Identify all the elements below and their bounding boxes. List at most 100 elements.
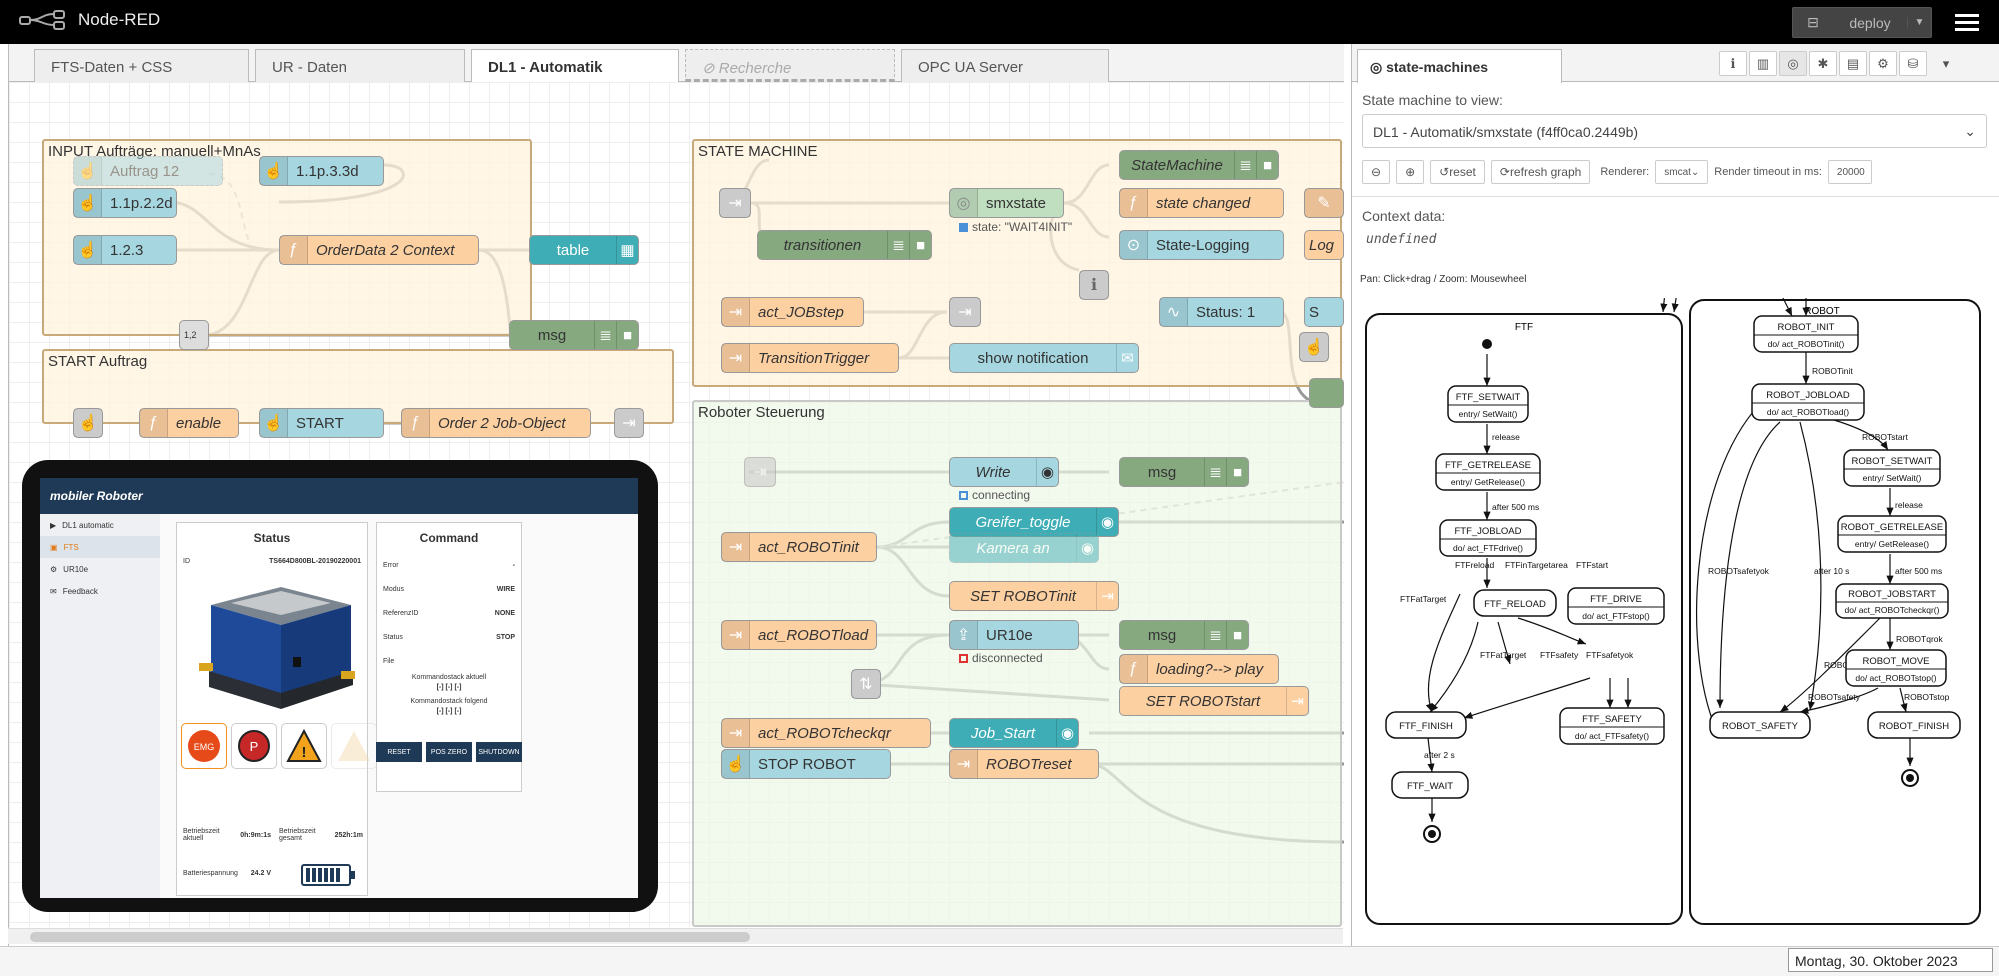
node-link-out-2[interactable]: ⇥ [949,297,981,327]
emergency-stop-icon[interactable]: EMG [181,723,227,769]
node-msg-debug-3[interactable]: msg≣■ [1119,620,1249,650]
node-kamera-an[interactable]: Kamera an◉ [949,533,1099,563]
node-state-logging[interactable]: ⊙State-Logging [1119,230,1284,260]
node-json-1-2[interactable]: 1,2 [179,320,209,350]
debug-toggle[interactable]: ■ [1226,621,1248,649]
dash-nav-feedback[interactable]: ✉Feedback [40,580,160,602]
tab-ur-daten[interactable]: UR - Daten [255,49,465,82]
database-icon[interactable]: ⛁ [1899,51,1927,76]
state-machine-graph[interactable]: FTF ROBOT release after 500 ms FT [1360,298,1985,930]
pos-zero-button[interactable]: POS ZERO [426,742,472,762]
gear-icon[interactable]: ⚙ [1869,51,1897,76]
node-st[interactable]: S [1304,297,1344,327]
debug-toggle[interactable]: ■ [1226,458,1248,486]
node-smxstate[interactable]: ◎smxstate [949,188,1064,218]
reset-button[interactable]: RESET [376,742,422,762]
node-set-robotinit[interactable]: SET ROBOTinit⇥ [949,581,1119,611]
node-auftrag-12[interactable]: ☝Auftrag 12 [73,156,223,186]
node-ur10e[interactable]: ⇪UR10e [949,620,1079,650]
tab-fts-daten[interactable]: FTS-Daten + CSS [34,49,249,82]
node-act-robotinit[interactable]: ⇥act_ROBOTinit [721,532,877,562]
state-robot-finish[interactable]: ROBOT_FINISH [1867,711,1961,739]
node-table[interactable]: table▦ [529,235,639,265]
node-act-jobstep[interactable]: ⇥act_JOBstep [721,297,864,327]
node-debug-right[interactable] [1309,378,1344,408]
node-job-start[interactable]: Job_Start◉ [949,718,1079,748]
node-transitionen[interactable]: transitionen≣■ [757,230,932,260]
shutdown-button[interactable]: SHUTDOWN [476,742,522,762]
node-write[interactable]: Write◉ [949,457,1059,487]
node-link-in-sm[interactable]: ⇥ [719,188,751,218]
debug-toggle[interactable]: ■ [616,321,638,349]
node-1-1p-2-2d[interactable]: ☝1.1p.2.2d [73,188,177,218]
node-act-robotload[interactable]: ⇥act_ROBOTload [721,620,877,650]
node-inject-disabled[interactable]: ⇥ [744,457,776,487]
horizontal-scrollbar[interactable] [8,928,1343,944]
bug-icon[interactable]: ✱ [1809,51,1837,76]
state-ftf-finish[interactable]: FTF_FINISH [1385,711,1467,739]
state-machine-icon[interactable]: ◎ [1779,51,1807,76]
state-machine-select[interactable]: DL1 - Automatik/smxstate (f4ff0ca0.2449b… [1362,114,1987,148]
zoom-in-button[interactable]: ⊕ [1396,160,1425,184]
state-ftf-wait[interactable]: FTF_WAIT [1391,771,1469,799]
node-set-robotstart[interactable]: SET ROBOTstart⇥ [1119,686,1309,716]
laser-warning-icon[interactable] [331,723,377,769]
tab-dl1-automatik[interactable]: DL1 - Automatik [471,49,679,83]
node-switch[interactable]: ⇅ [851,669,881,699]
refresh-graph-button[interactable]: ⟳ refresh graph [1490,160,1591,184]
node-stop-robot[interactable]: ☝STOP ROBOT [721,749,891,779]
tab-opc-ua-server[interactable]: OPC UA Server [901,49,1109,82]
warning-icon[interactable]: ! [281,723,327,769]
tab-recherche[interactable]: ⊘ Recherche [685,49,895,82]
timeout-input[interactable]: 20000 [1827,160,1872,184]
dash-nav-fts[interactable]: ▣FTS [40,536,160,558]
zoom-out-button[interactable]: ⊖ [1362,160,1391,184]
node-msg-debug-2[interactable]: msg≣■ [1119,457,1249,487]
node-show-notification[interactable]: show notification✉ [949,343,1139,373]
state-ftf-reload[interactable]: FTF_RELOAD [1473,589,1557,617]
node-statemachine[interactable]: StateMachine≣■ [1119,150,1279,180]
renderer-select[interactable]: smcat ⌄ [1655,160,1709,184]
deploy-button[interactable]: ⊟ deploy ▼ [1792,7,1932,38]
dash-nav-ur10e[interactable]: ⚙UR10e [40,558,160,580]
node-start[interactable]: ☝START [259,408,384,438]
node-1-1p-3-3d[interactable]: ☝1.1p.3.3d [259,156,384,186]
node-greifer-toggle[interactable]: Greifer_toggle◉ [949,507,1119,537]
dash-nav-dl1-automatic[interactable]: ▶DL1 automatic [40,514,160,536]
node-link-out[interactable]: ⇥ [614,408,644,438]
node-msg-debug-1[interactable]: msg≣■ [509,320,639,350]
node-1-2-3[interactable]: ☝1.2.3 [73,235,177,265]
deploy-menu-chevron-icon[interactable]: ▼ [1907,17,1931,28]
node-info[interactable]: ℹ [1079,270,1109,300]
parking-icon[interactable]: P [231,723,277,769]
scrollbar-thumb[interactable] [30,932,750,942]
tab-state-machines[interactable]: ◎ state-machines [1357,49,1562,83]
reset-graph-button[interactable]: ↺ reset [1430,160,1485,184]
node-robotreset[interactable]: ⇥ROBOTreset [949,749,1099,779]
node-template[interactable]: ✎ [1304,188,1344,218]
state-robot-safety[interactable]: ROBOT_SAFETY [1709,711,1811,739]
node-hand-2[interactable]: ☝ [1299,332,1329,362]
chart-icon[interactable]: ▥ [1749,51,1777,76]
node-log[interactable]: Log [1304,230,1344,260]
node-act-robotcheckqr[interactable]: ⇥act_ROBOTcheckqr [721,718,931,748]
debug-toggle[interactable]: ■ [1256,151,1278,179]
main-menu-icon[interactable] [1955,10,1979,34]
node-transitiontrigger[interactable]: ⇥TransitionTrigger [721,343,899,373]
info-icon[interactable]: ℹ [1719,51,1747,76]
node-status-1[interactable]: ∿Status: 1 [1159,297,1284,327]
